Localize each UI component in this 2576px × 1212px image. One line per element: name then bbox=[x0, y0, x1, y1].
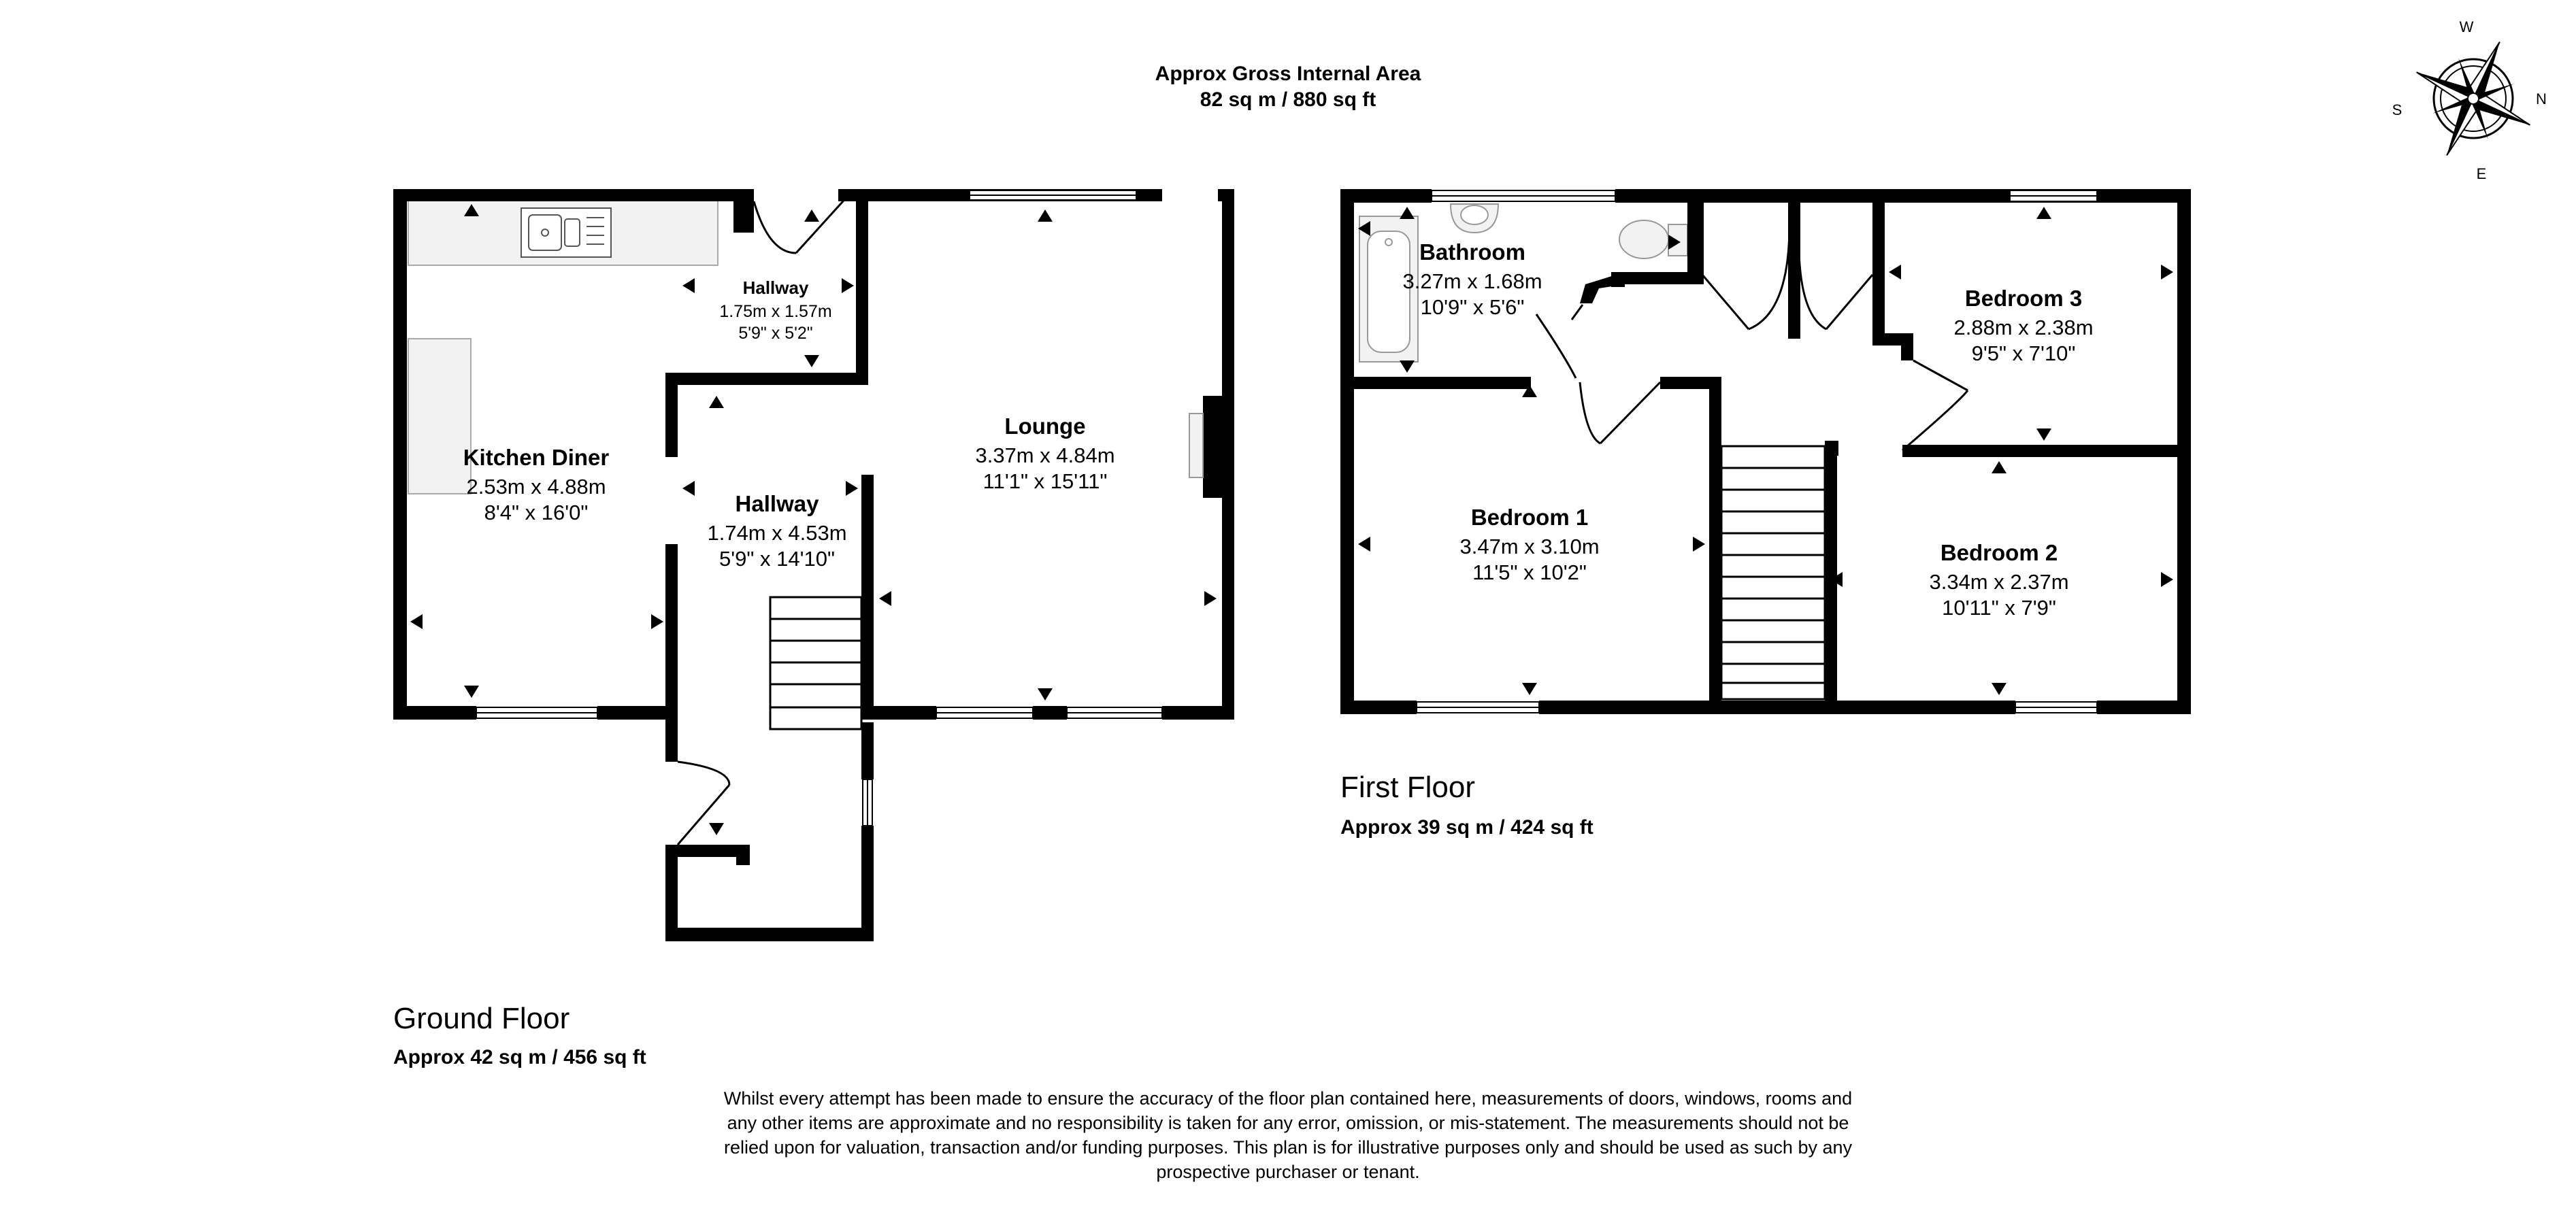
svg-text:10'11" x 7'9": 10'11" x 7'9" bbox=[1942, 596, 2056, 620]
room-label-hallway-upper: Hallway 1.75m x 1.57m 5'9" x 5'2" bbox=[719, 277, 831, 343]
svg-text:3.37m x 4.84m: 3.37m x 4.84m bbox=[975, 443, 1114, 467]
ground-floor-windows bbox=[476, 190, 1163, 826]
svg-text:2.53m x 4.88m: 2.53m x 4.88m bbox=[466, 475, 606, 499]
svg-text:1.75m x 1.57m: 1.75m x 1.57m bbox=[719, 302, 831, 321]
disclaimer-line-3: relied upon for valuation, transaction a… bbox=[724, 1137, 1853, 1158]
ground-floor-dimension-arrows bbox=[410, 204, 1217, 835]
disclaimer-line-2: any other items are approximate and no r… bbox=[727, 1113, 1849, 1133]
disclaimer-line-4: prospective purchaser or tenant. bbox=[1156, 1162, 1419, 1182]
ground-floor-doors bbox=[676, 193, 851, 845]
first-floor-area: Approx 39 sq m / 424 sq ft bbox=[1340, 816, 1594, 839]
gross-area-title: Approx Gross Internal Area bbox=[1155, 63, 1421, 85]
svg-text:11'1" x 15'11": 11'1" x 15'11" bbox=[983, 469, 1108, 493]
svg-text:1.74m x 4.53m: 1.74m x 4.53m bbox=[707, 521, 846, 545]
bath-icon bbox=[1359, 216, 1419, 363]
svg-text:Lounge: Lounge bbox=[1004, 414, 1085, 439]
room-label-bedroom-1: Bedroom 1 3.47m x 3.10m 11'5" x 10'2" bbox=[1459, 505, 1599, 584]
svg-text:3.47m x 3.10m: 3.47m x 3.10m bbox=[1459, 535, 1599, 558]
kitchen-counter bbox=[408, 338, 472, 494]
fireplace-hearth bbox=[1189, 413, 1204, 478]
svg-text:3.27m x 1.68m: 3.27m x 1.68m bbox=[1402, 269, 1542, 293]
svg-text:2.88m x 2.38m: 2.88m x 2.38m bbox=[1953, 316, 2093, 339]
svg-text:5'9" x 14'10": 5'9" x 14'10" bbox=[719, 547, 835, 571]
toilet-icon bbox=[1619, 220, 1688, 259]
room-label-lounge: Lounge 3.37m x 4.84m 11'1" x 15'11" bbox=[975, 414, 1114, 493]
ground-floor-title: Ground Floor bbox=[393, 1002, 569, 1035]
svg-text:Bedroom 3: Bedroom 3 bbox=[1965, 286, 2082, 311]
svg-text:11'5" x 10'2": 11'5" x 10'2" bbox=[1472, 560, 1587, 584]
first-floor-windows bbox=[1416, 190, 2098, 713]
svg-text:Hallway: Hallway bbox=[743, 277, 809, 298]
basin-icon bbox=[1449, 203, 1500, 234]
svg-text:3.34m x 2.37m: 3.34m x 2.37m bbox=[1929, 570, 2068, 594]
compass-letter-e: E bbox=[2477, 165, 2487, 182]
ground-floor-walls bbox=[393, 189, 1234, 941]
svg-text:5'9" x 5'2": 5'9" x 5'2" bbox=[738, 324, 812, 343]
room-label-hallway-lower: Hallway 1.74m x 4.53m 5'9" x 14'10" bbox=[707, 491, 846, 571]
first-floor-doors bbox=[1535, 224, 1969, 452]
svg-text:Bedroom 1: Bedroom 1 bbox=[1471, 505, 1588, 530]
svg-text:Kitchen Diner: Kitchen Diner bbox=[463, 445, 610, 470]
compass-letter-w: W bbox=[2460, 18, 2474, 35]
first-floor-plan: Bathroom 3.27m x 1.68m 10'9" x 5'6" Bedr… bbox=[1340, 189, 2191, 714]
first-floor-title: First Floor bbox=[1340, 771, 1475, 804]
disclaimer-line-1: Whilst every attempt has been made to en… bbox=[724, 1088, 1852, 1109]
room-label-bedroom-3: Bedroom 3 2.88m x 2.38m 9'5" x 7'10" bbox=[1953, 286, 2093, 365]
first-floor-stairs bbox=[1720, 445, 1826, 701]
ground-floor-area: Approx 42 sq m / 456 sq ft bbox=[393, 1046, 646, 1068]
sink-icon bbox=[521, 207, 612, 258]
compass-rose-icon: W N E S bbox=[2392, 18, 2547, 182]
svg-text:8'4" x 16'0": 8'4" x 16'0" bbox=[484, 501, 589, 524]
first-floor-dimension-arrows bbox=[1358, 207, 2173, 695]
gross-area-value: 82 sq m / 880 sq ft bbox=[1200, 88, 1376, 111]
svg-text:10'9" x 5'6": 10'9" x 5'6" bbox=[1421, 295, 1525, 319]
svg-text:Bedroom 2: Bedroom 2 bbox=[1941, 540, 2058, 565]
svg-text:Bathroom: Bathroom bbox=[1419, 239, 1525, 265]
room-label-bedroom-2: Bedroom 2 3.34m x 2.37m 10'11" x 7'9" bbox=[1929, 540, 2068, 620]
ground-floor-stairs bbox=[769, 596, 863, 730]
room-label-kitchen-diner: Kitchen Diner 2.53m x 4.88m 8'4" x 16'0" bbox=[463, 445, 610, 524]
disclaimer: Whilst every attempt has been made to en… bbox=[724, 1088, 1853, 1182]
compass-letter-n: N bbox=[2536, 90, 2547, 107]
svg-text:Hallway: Hallway bbox=[736, 491, 820, 516]
room-label-bathroom: Bathroom 3.27m x 1.68m 10'9" x 5'6" bbox=[1402, 239, 1542, 319]
compass-letter-s: S bbox=[2392, 101, 2402, 118]
svg-text:9'5" x 7'10": 9'5" x 7'10" bbox=[1972, 341, 2076, 365]
ground-floor-plan: Kitchen Diner 2.53m x 4.88m 8'4" x 16'0"… bbox=[393, 189, 1234, 941]
